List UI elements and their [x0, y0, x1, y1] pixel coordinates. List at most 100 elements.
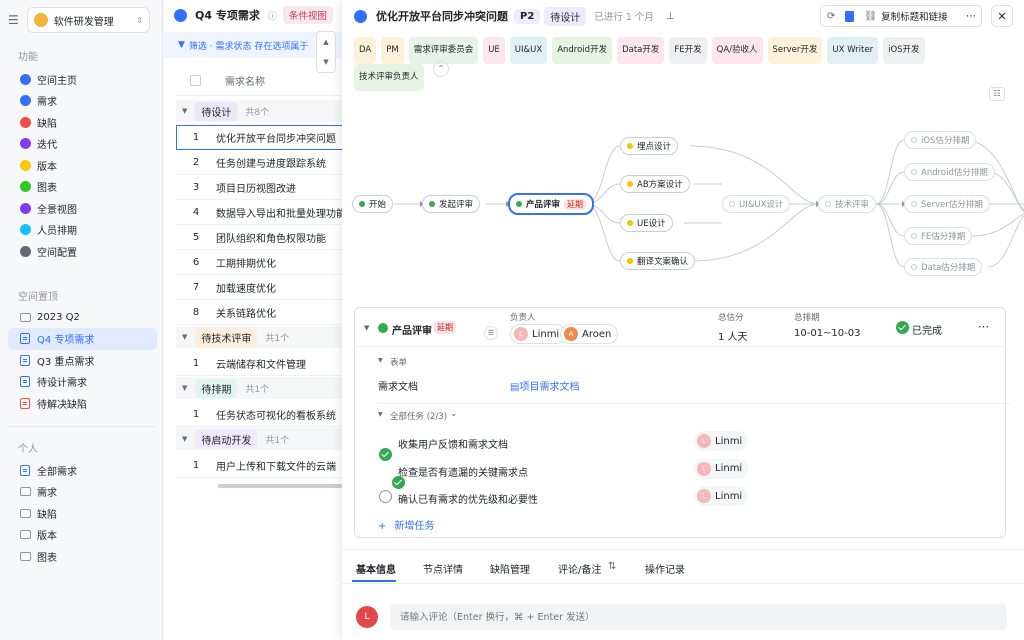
- view-tag[interactable]: 条件视图: [282, 6, 333, 24]
- flow-node-launch-review[interactable]: 发起评审: [422, 195, 481, 213]
- column-header-name[interactable]: 需求名称: [225, 77, 265, 88]
- task-done-icon[interactable]: [392, 475, 405, 489]
- role-chip[interactable]: FE开发: [669, 37, 707, 64]
- form-caret-icon[interactable]: ▼: [378, 357, 383, 364]
- pinned-item[interactable]: 待设计需求: [8, 371, 157, 393]
- schedule-value[interactable]: 10-01~10-03: [794, 328, 861, 339]
- task-done-icon[interactable]: [379, 448, 392, 461]
- sidebar-item-bug[interactable]: 缺陷: [8, 111, 157, 133]
- tab-1[interactable]: 节点详情: [423, 565, 463, 576]
- task-text[interactable]: 确认已有需求的优先级和必要性: [398, 495, 538, 506]
- flow-node-ab-design[interactable]: AB方案设计: [620, 175, 690, 193]
- flow-node-tracking-design[interactable]: 埋点设计: [620, 137, 679, 155]
- collapse-roles-icon[interactable]: ⌃: [433, 61, 449, 77]
- sort-icon[interactable]: ⇅: [608, 561, 617, 572]
- priority-badge[interactable]: P2: [514, 8, 541, 24]
- copy-title-link-button[interactable]: 复制标题和链接: [881, 12, 948, 23]
- close-icon[interactable]: ✕: [991, 5, 1013, 27]
- tab-2[interactable]: 缺陷管理: [490, 565, 530, 576]
- group-header[interactable]: ▼待排期共1个: [176, 377, 346, 399]
- role-chip[interactable]: iOS开发: [883, 37, 925, 64]
- more-icon[interactable]: ⋯: [966, 10, 976, 22]
- horizontal-scrollbar[interactable]: [218, 484, 342, 488]
- group-collapse-icon[interactable]: ▼: [182, 107, 188, 115]
- role-chip[interactable]: QA/验收人: [711, 37, 763, 64]
- scroll-up-icon[interactable]: ▲: [323, 38, 329, 46]
- node-state[interactable]: 已完成: [912, 326, 942, 337]
- tasks-expand-icon[interactable]: ⌄: [450, 409, 458, 419]
- link-icon[interactable]: ⛓: [864, 10, 878, 22]
- sidebar-item-iteration[interactable]: 迭代: [8, 133, 157, 155]
- select-all-checkbox[interactable]: [190, 75, 201, 86]
- doc-link[interactable]: ▤项目需求文档: [510, 378, 579, 393]
- detail-title[interactable]: 优化开放平台同步冲突问题: [376, 10, 508, 23]
- role-chip[interactable]: UE: [483, 37, 505, 64]
- flow-node-ue-design[interactable]: UE设计: [620, 214, 673, 232]
- flow-node-tech-review[interactable]: 技术评审: [818, 195, 877, 213]
- pinned-item[interactable]: Q4 专项需求: [8, 327, 157, 350]
- personal-item[interactable]: 需求: [8, 481, 157, 503]
- role-chip[interactable]: Data开发: [617, 37, 665, 64]
- flow-node-uiux-design[interactable]: UI&UX设计: [722, 195, 791, 213]
- sidebar-item-panorama[interactable]: 全景视图: [8, 197, 157, 219]
- personal-item[interactable]: 全部需求: [8, 459, 157, 481]
- personal-item[interactable]: 缺陷: [8, 502, 157, 524]
- add-task-button[interactable]: +新增任务: [378, 517, 434, 532]
- collapse-sidebar-icon[interactable]: ☰: [8, 13, 19, 27]
- scroll-down-icon[interactable]: ▼: [323, 58, 329, 66]
- tasks-caret-icon[interactable]: ▼: [378, 411, 383, 418]
- role-chip[interactable]: UI&UX: [509, 37, 548, 64]
- tab-3[interactable]: 评论/备注: [558, 565, 602, 576]
- subtask-list-icon[interactable]: ☰: [484, 326, 498, 340]
- flow-node-start[interactable]: 开始: [352, 195, 394, 213]
- flow-node-data-estimate[interactable]: Data估分排期: [904, 258, 983, 276]
- role-chip[interactable]: Android开发: [552, 37, 613, 64]
- task-checkbox[interactable]: [379, 490, 392, 503]
- scroll-stepper[interactable]: ▲ ▼: [316, 31, 336, 73]
- task-text[interactable]: 检查是否有遗漏的关键需求点: [398, 467, 528, 479]
- flow-node-fe-estimate[interactable]: FE估分排期: [904, 227, 973, 245]
- tab-4[interactable]: 操作记录: [645, 565, 685, 576]
- sidebar-item-settings[interactable]: 空间配置: [8, 240, 157, 262]
- group-collapse-icon[interactable]: ▼: [182, 384, 188, 392]
- flow-node-product-review[interactable]: 产品评审延期: [508, 193, 595, 215]
- estimate-value[interactable]: 1 人天: [718, 332, 748, 343]
- personal-item[interactable]: 图表: [8, 545, 157, 567]
- sidebar-item-version[interactable]: 版本: [8, 154, 157, 176]
- personal-item[interactable]: 版本: [8, 524, 157, 546]
- status-badge[interactable]: 待设计: [544, 6, 587, 26]
- role-chip[interactable]: DA: [354, 37, 377, 64]
- history-icon[interactable]: ⟳: [827, 10, 836, 22]
- filter-bar[interactable]: ▼ 筛选 · 需求状态 存在选项属于: [164, 32, 344, 58]
- flow-node-server-estimate[interactable]: Server估分排期: [904, 195, 990, 213]
- group-header[interactable]: ▼待设计共8个: [176, 100, 346, 122]
- sidebar-item-home[interactable]: 空间主页: [8, 68, 157, 90]
- node-more-icon[interactable]: ⋯: [978, 320, 989, 333]
- pin-icon[interactable]: ⊥: [665, 10, 675, 22]
- sidebar-item-chart[interactable]: 图表: [8, 176, 157, 198]
- group-collapse-icon[interactable]: ▼: [182, 435, 188, 443]
- role-chip[interactable]: UX Writer: [827, 37, 879, 64]
- flow-node-copy-confirm[interactable]: 翻译文案确认: [620, 252, 696, 270]
- role-chip[interactable]: 技术评审负责人: [354, 64, 424, 91]
- info-icon[interactable]: ⓘ: [267, 11, 277, 22]
- pinned-item[interactable]: 待解决缺陷: [8, 392, 157, 414]
- flow-node-android-estimate[interactable]: Android估分排期: [904, 163, 995, 181]
- role-chip[interactable]: Server开发: [767, 37, 823, 64]
- group-header[interactable]: ▼待启动开发共1个: [176, 428, 346, 450]
- group-collapse-icon[interactable]: ▼: [182, 333, 188, 341]
